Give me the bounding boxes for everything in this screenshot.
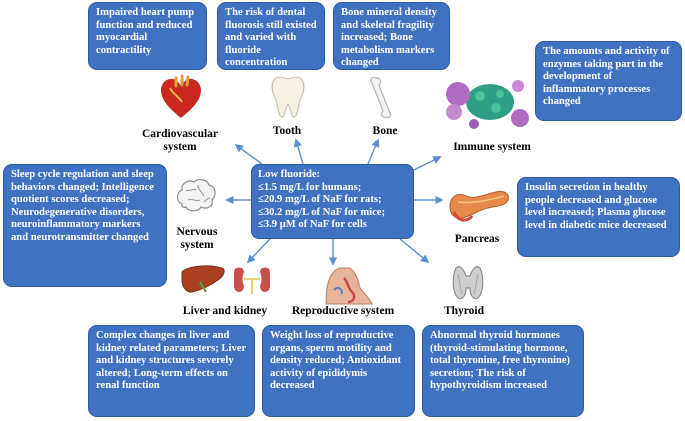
pancreas-icon — [449, 191, 509, 222]
arrow-immune — [413, 156, 442, 171]
liver-kidney-effects-box: Complex changes in liver and kidney rela… — [88, 325, 255, 417]
arrow-tooth — [293, 138, 304, 165]
thyroid-label: Thyroid — [443, 305, 485, 317]
tooth-label: Tooth — [272, 125, 302, 137]
low-fluoride-line: ≤20.9 mg/L of NaF for rats; — [258, 194, 382, 206]
immune-effects-box: The amounts and activity of enzymes taki… — [535, 41, 682, 121]
low-fluoride-title: Low fluoride: — [258, 169, 321, 180]
thyroid-icon — [452, 266, 484, 300]
nervous-effects-box: Sleep cycle regulation and sleep behavio… — [3, 164, 167, 287]
kidney-icon — [234, 267, 270, 294]
liver-icon — [181, 265, 225, 293]
arrow-thyroid — [399, 238, 430, 264]
bone-effects-box: Bone mineral density and skeletal fragil… — [333, 2, 450, 70]
pancreas-effects-box: Insulin secretion in healthy people decr… — [517, 177, 680, 257]
immune-cell-icon — [446, 80, 529, 129]
low-fluoride-line: ≤30.2 mg/L of NaF for mice; — [258, 206, 386, 218]
tooth-icon — [271, 76, 305, 118]
immune-label: Immune system — [453, 141, 531, 153]
reproductive-label: Reproductive system — [291, 305, 395, 317]
bone-icon — [370, 76, 392, 119]
liver-kidney-label: Liver and kidney — [182, 305, 268, 317]
pancreas-label: Pancreas — [454, 233, 500, 245]
tooth-effects-box: The risk of dental fluorosis still exist… — [217, 2, 325, 70]
heart-icon — [161, 74, 201, 118]
low-fluoride-line: ≤1.5 mg/L for humans; — [258, 181, 362, 193]
bone-label: Bone — [372, 125, 398, 137]
reproductive-effects-box: Weight loss of reproductive organs, sper… — [262, 325, 415, 417]
low-fluoride-line: ≤3.9 μM of NaF for cells — [258, 219, 367, 231]
brain-icon — [176, 179, 216, 212]
cardiovascular-effects-box: Impaired heart pump function and reduced… — [88, 2, 207, 70]
cardiovascular-label: Cardiovascular system — [141, 128, 219, 153]
nervous-label: Nervous system — [176, 226, 218, 251]
arrow-cardiovascular — [234, 144, 263, 165]
reproductive-organ-icon — [325, 267, 373, 305]
thyroid-effects-box: Abnormal thyroid hormones (thyroid-stimu… — [422, 325, 584, 417]
low-fluoride-box: Low fluoride: ≤1.5 mg/L for humans; ≤20.… — [251, 164, 414, 239]
arrow-bone — [367, 138, 380, 165]
arrow-liver-kidney — [246, 238, 271, 264]
